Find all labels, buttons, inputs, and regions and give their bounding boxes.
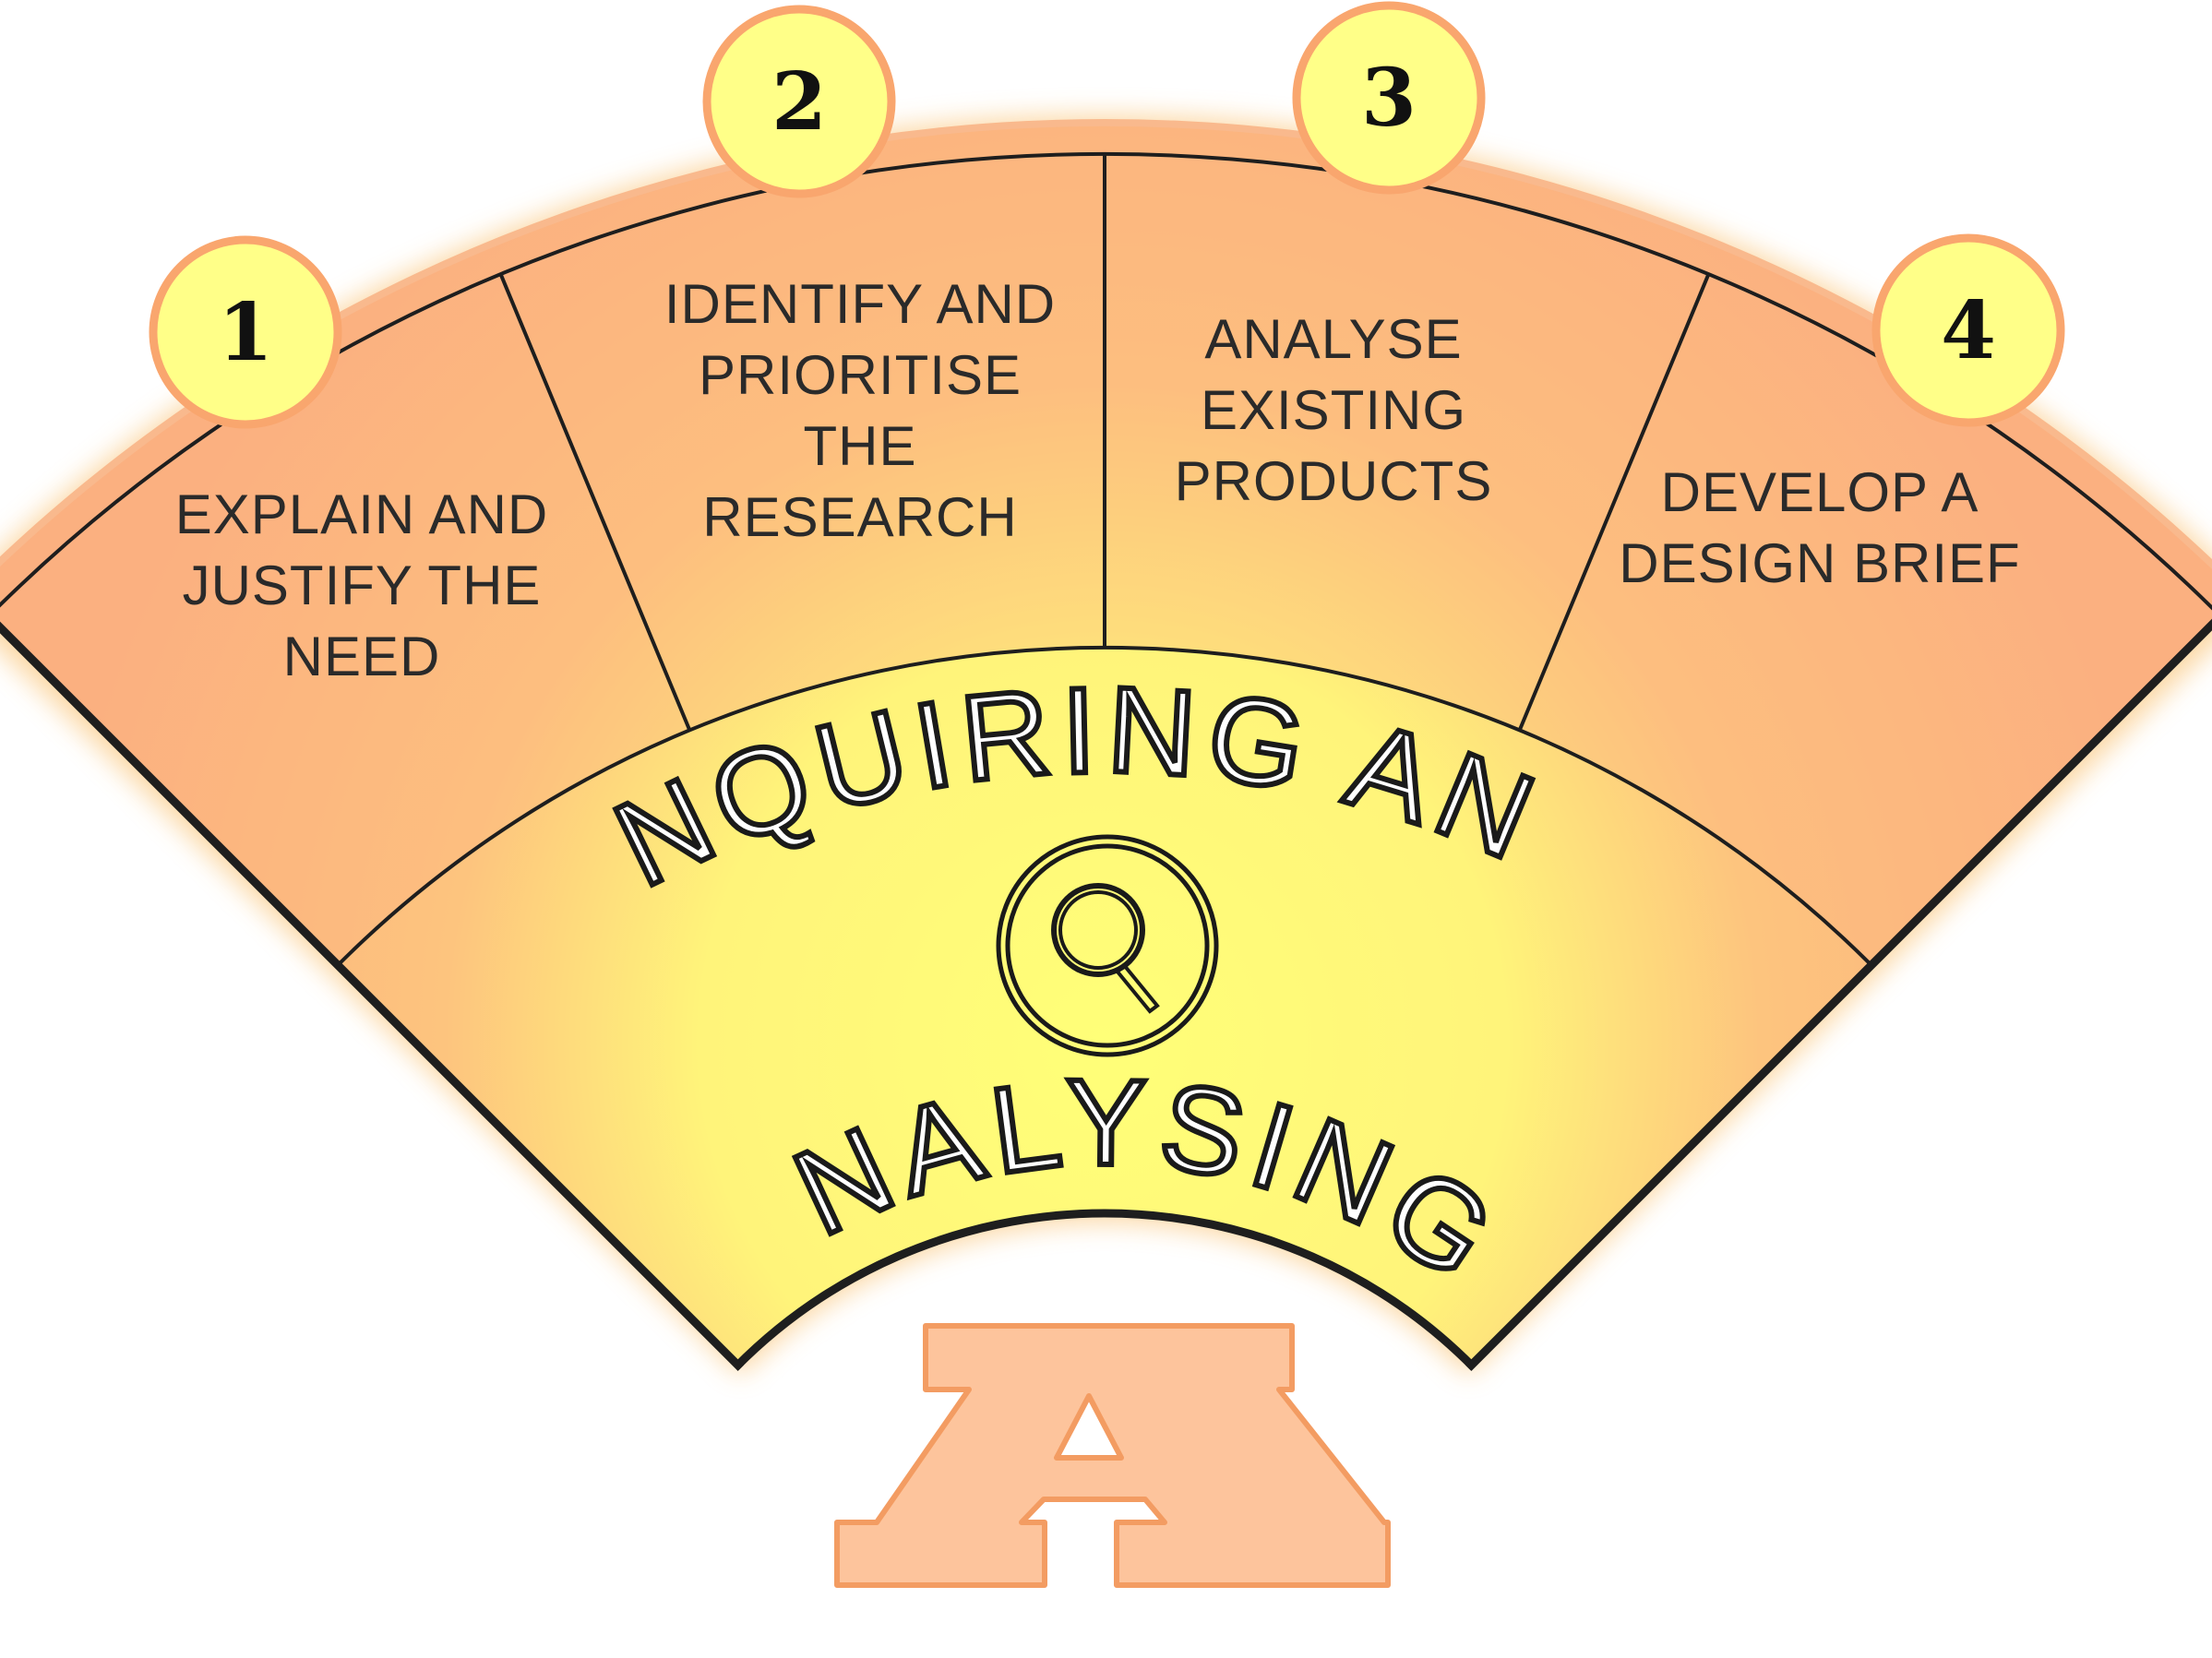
segment-label-line: PRIORITISE: [699, 344, 1022, 406]
fan-side-edge: [0, 621, 744, 1371]
segment-label-line: DEVELOP A: [1661, 461, 1979, 523]
badge-circle: [702, 5, 896, 198]
segment-divider: [1517, 273, 1711, 732]
fan-body: [0, 126, 2212, 1366]
step-badge-3: 3: [1292, 1, 1486, 195]
step-badge-1: 1: [149, 235, 342, 429]
segment-2-label: IDENTIFY AND PRIORITISE THE RESEARCH: [664, 273, 1056, 548]
segment-label-line: IDENTIFY AND: [664, 273, 1056, 335]
magnifying-glass-icon: [996, 834, 1219, 1057]
segment-3-label: ANALYSE EXISTING PRODUCTS: [1175, 308, 1493, 512]
segment-divider: [498, 273, 692, 732]
segment-label-line: DESIGN BRIEF: [1619, 532, 2020, 594]
step-number: 1: [218, 286, 273, 379]
segment-dividers: [0, 151, 2212, 1371]
step-number: 3: [1361, 52, 1417, 145]
badge-circle: [1871, 233, 2065, 427]
segment-label-line: PRODUCTS: [1175, 450, 1493, 512]
segment-1-label: EXPLAIN AND JUSTIFY THE NEED: [175, 483, 549, 687]
segment-label-line: NEED: [283, 626, 441, 687]
segment-label-line: EXPLAIN AND: [175, 483, 549, 545]
segment-label-line: EXISTING: [1201, 379, 1466, 441]
segment-label-line: THE: [804, 415, 917, 477]
badge-circle: [149, 235, 342, 429]
step-badge-2: 2: [702, 5, 896, 198]
segment-label-line: JUSTIFY THE: [183, 555, 542, 616]
segment-label-line: ANALYSE: [1204, 308, 1462, 370]
inner-arc-line: [733, 1209, 1477, 1370]
badge-circle: [1292, 1, 1486, 195]
segment-4-label: DEVELOP A DESIGN BRIEF: [1619, 461, 2020, 594]
logo-a: A: [834, 1323, 1391, 1588]
segment-label-line: RESEARCH: [702, 486, 1017, 548]
step-badge-4: 4: [1871, 233, 2065, 427]
step-number: 2: [771, 55, 827, 149]
step-number: 4: [1941, 284, 1996, 377]
fan-side-edge: [1465, 618, 2212, 1371]
